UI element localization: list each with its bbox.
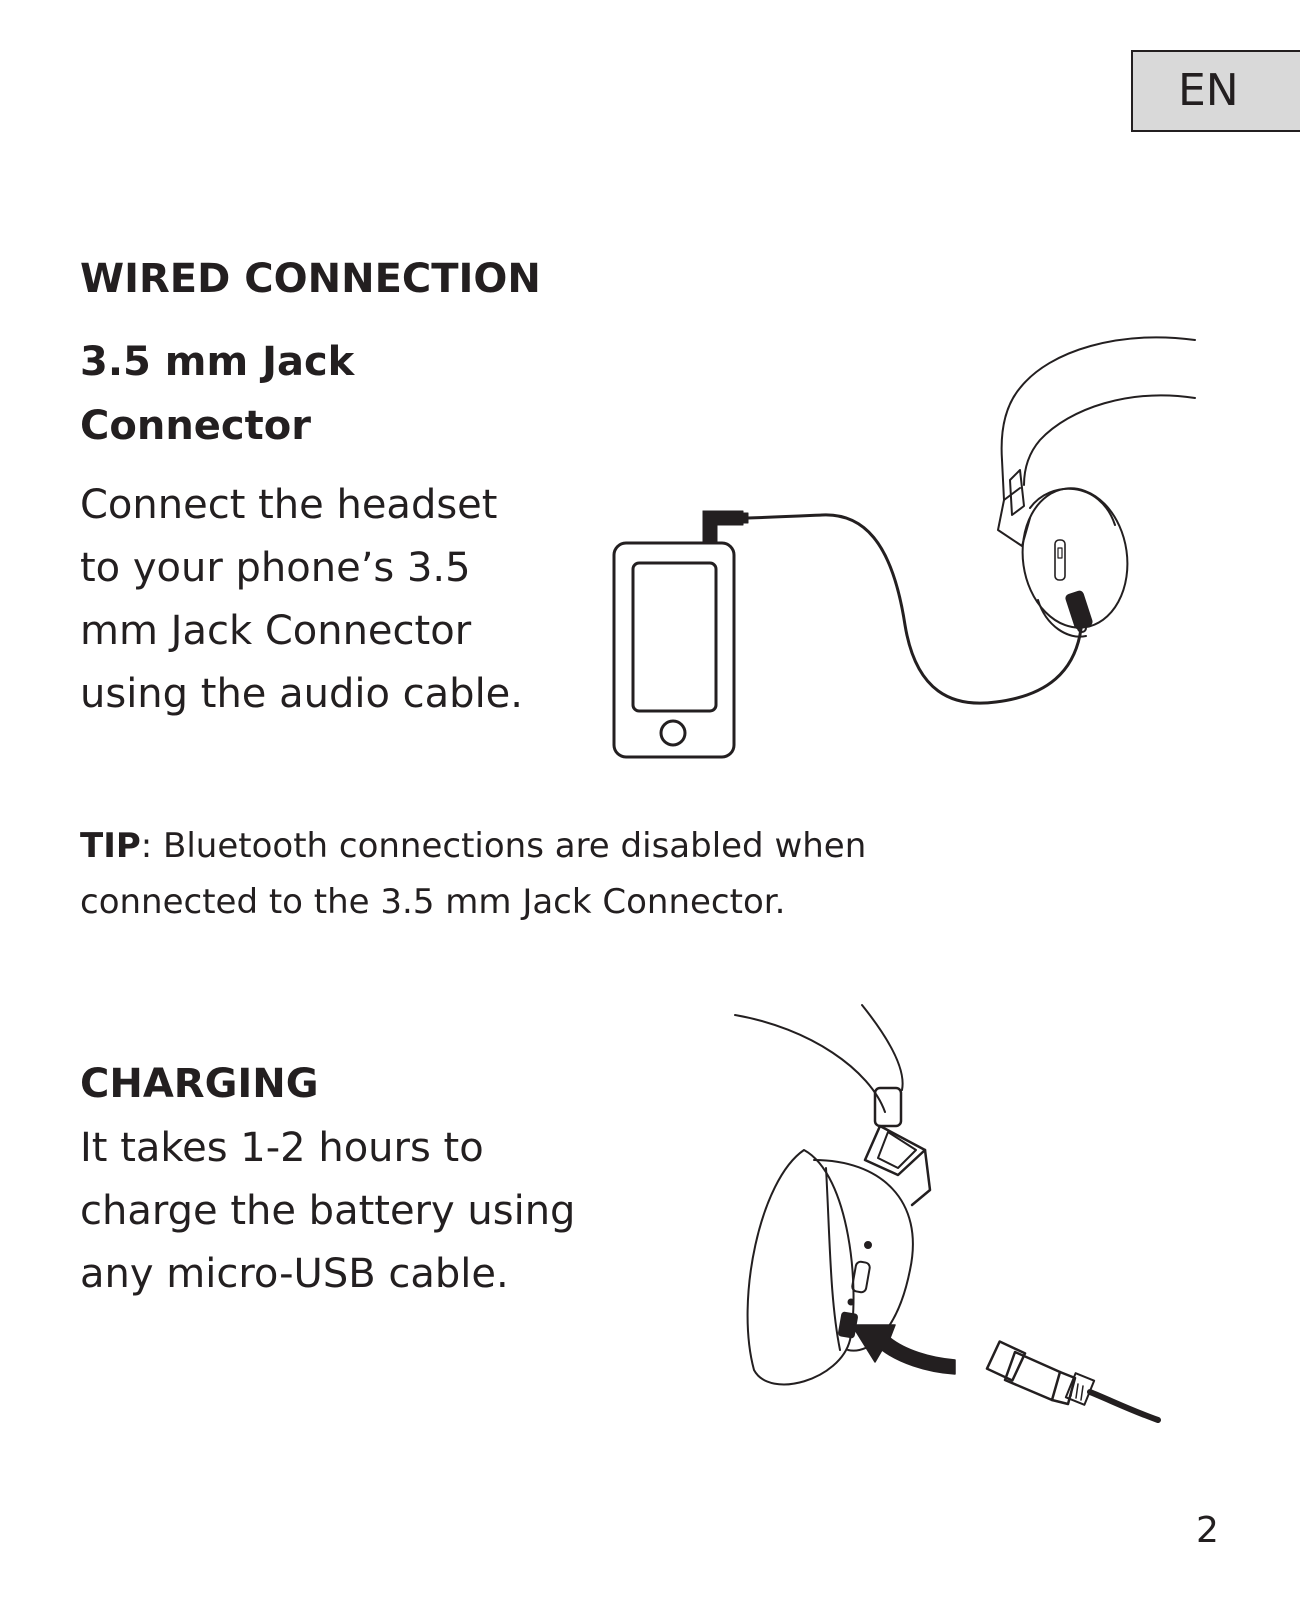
headset-side-illustration: [734, 1004, 932, 1386]
wired-line-4: using the audio cable.: [80, 671, 524, 717]
wired-connection-illustration: [612, 336, 1196, 759]
charging-line-3: any micro-USB cable.: [80, 1251, 509, 1297]
charging-heading: CHARGING: [80, 1061, 319, 1107]
jack-connector-subheading: 3.5 mm Jack Connector: [80, 330, 500, 458]
charging-illustration: [734, 1004, 1161, 1423]
wired-connection-heading: WIRED CONNECTION: [80, 256, 541, 302]
phone-illustration: [612, 541, 736, 759]
audio-cable: [746, 513, 1084, 705]
tip-note: TIP: Bluetooth connections are disabled …: [80, 818, 1030, 930]
wired-line-3: mm Jack Connector: [80, 608, 472, 654]
charging-line-2: charge the battery using: [80, 1188, 576, 1234]
wired-line-1: Connect the headset: [80, 482, 498, 528]
micro-usb-cable-illustration: [985, 1340, 1161, 1423]
tip-text: : Bluetooth connections are disabled whe…: [80, 826, 867, 922]
tip-label: TIP: [80, 826, 141, 866]
charging-instructions: It takes 1-2 hours to charge the battery…: [80, 1117, 575, 1306]
charging-line-1: It takes 1-2 hours to: [80, 1125, 484, 1171]
audio-jack-plug: [702, 510, 749, 544]
language-tab: EN: [1131, 50, 1300, 132]
subheading-line-1: 3.5 mm Jack: [80, 339, 355, 385]
subheading-line-2: Connector: [80, 403, 311, 449]
wired-instructions: Connect the headset to your phone’s 3.5 …: [80, 474, 523, 726]
insert-arrow-icon: [851, 1324, 956, 1375]
wired-line-2: to your phone’s 3.5: [80, 545, 471, 591]
page-number: 2: [1196, 1510, 1219, 1551]
headset-illustration: [997, 336, 1196, 638]
